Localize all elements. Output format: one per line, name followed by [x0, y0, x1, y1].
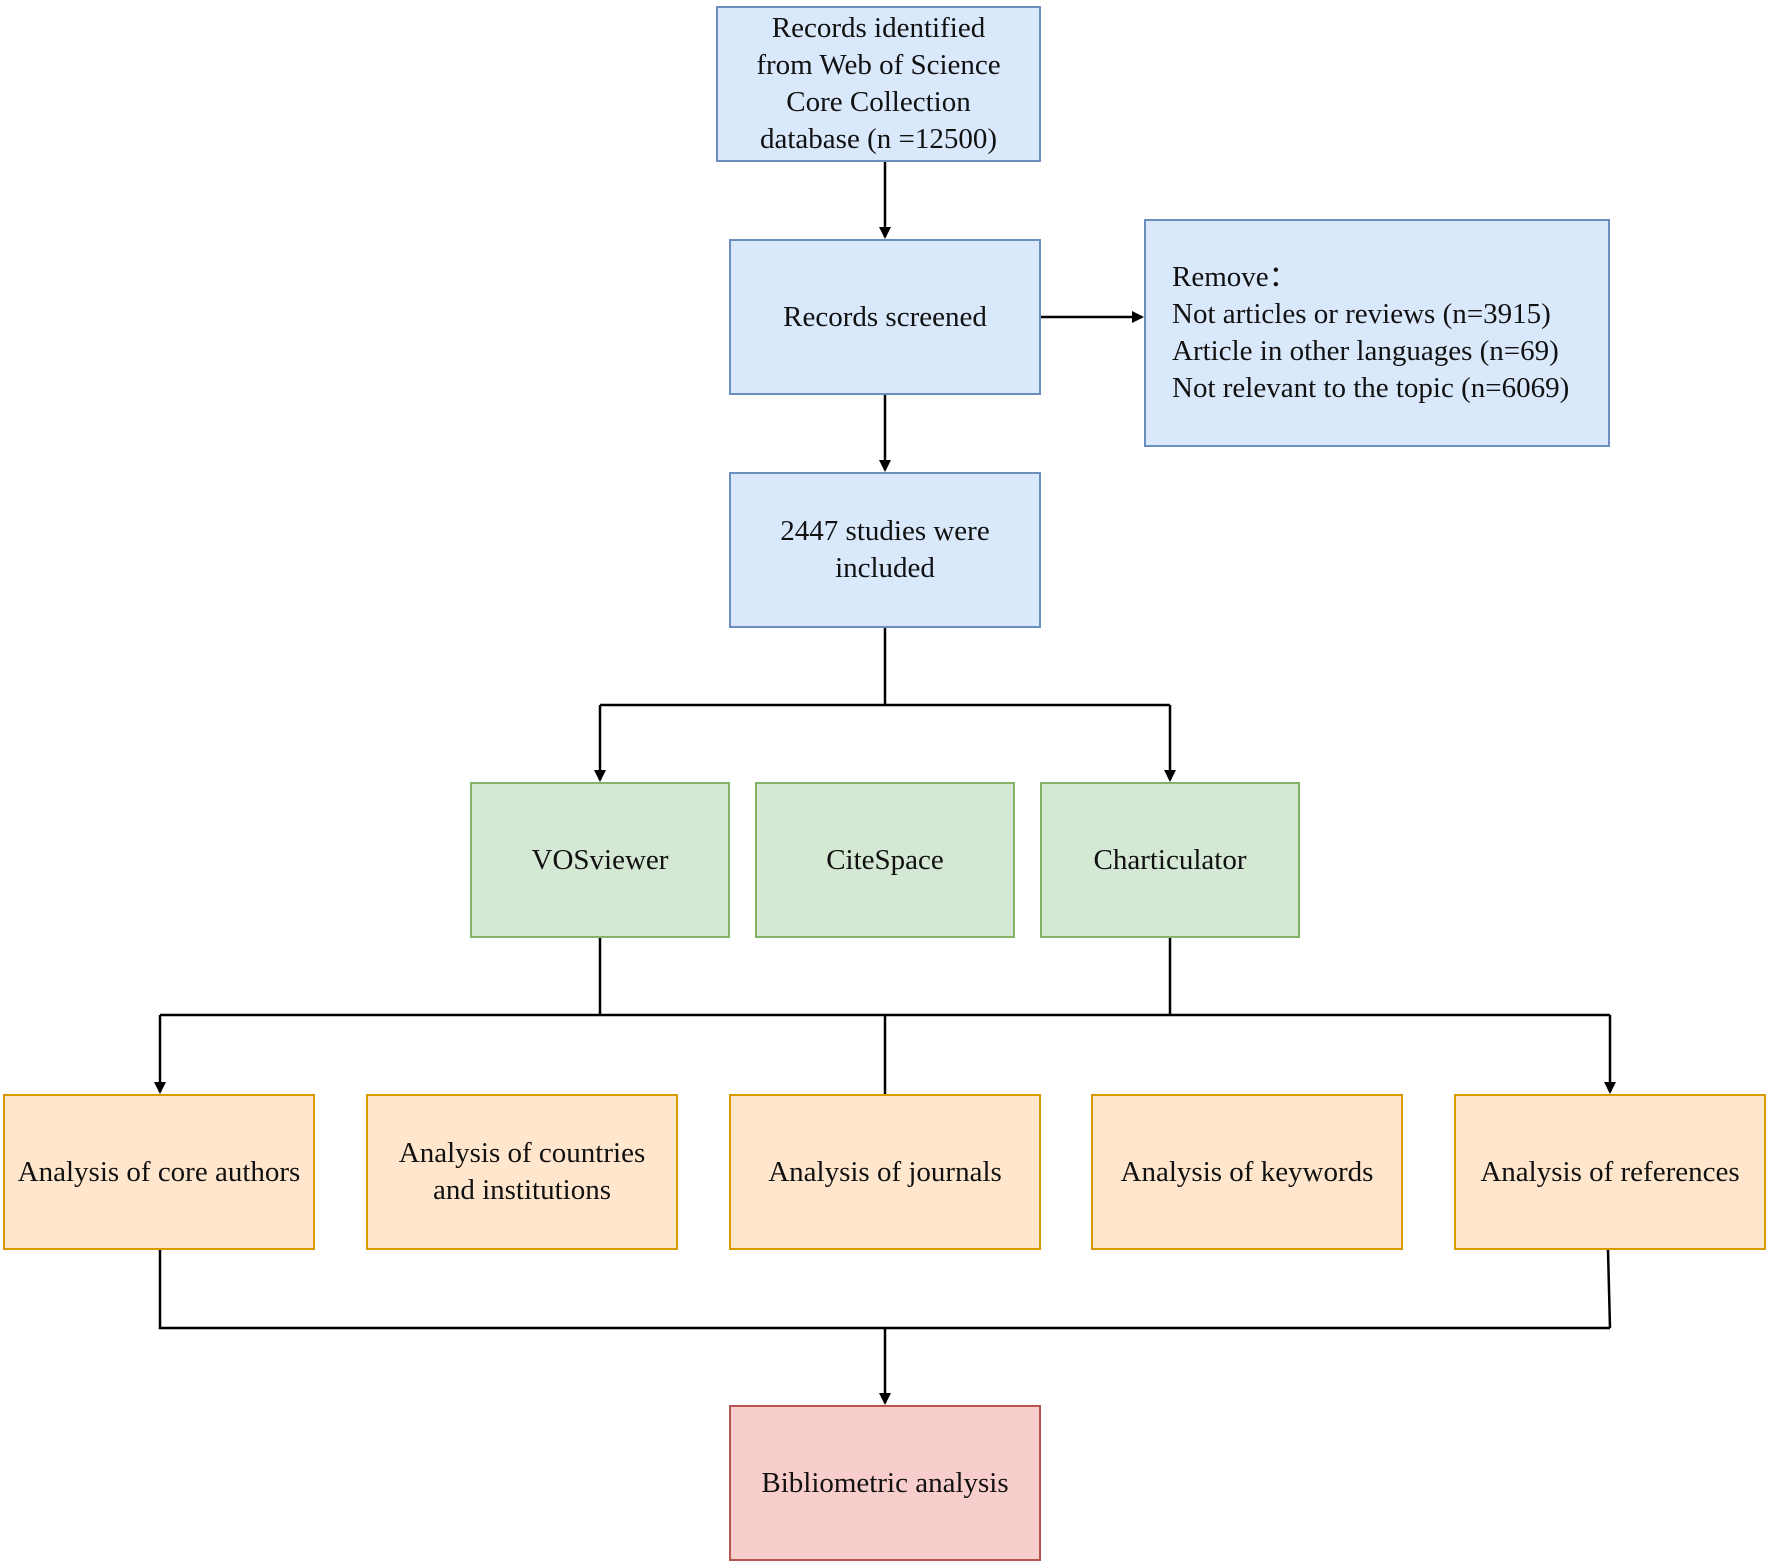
removed-records-box: Remove： Not articles or reviews (n=3915)…	[1144, 219, 1610, 447]
analysis-keywords-label: Analysis of keywords	[1120, 1155, 1374, 1188]
tool-charticulator-label: Charticulator	[1093, 843, 1247, 876]
included-line-2: included	[835, 552, 935, 584]
removed-not-relevant: Not relevant to the topic (n=6069)	[1172, 371, 1570, 404]
tool-vosviewer-label: VOSviewer	[531, 843, 669, 876]
screened-label: Records screened	[783, 300, 987, 333]
analysis-countries-line-2: and institutions	[432, 1174, 612, 1206]
studies-included-box: 2447 studies were included	[729, 472, 1041, 628]
analysis-keywords-box: Analysis of keywords	[1091, 1094, 1403, 1250]
connector-references-down	[1606, 1249, 1612, 1329]
analysis-core-authors-label: Analysis of core authors	[17, 1155, 301, 1188]
included-line-1: 2447 studies were	[780, 515, 990, 548]
removed-heading: Remove：	[1172, 261, 1298, 294]
source-line-2: from Web of Science	[756, 49, 1001, 82]
analysis-core-authors-box: Analysis of core authors	[3, 1094, 315, 1250]
source-line-4: database (n =12500)	[760, 122, 997, 155]
analysis-journals-box: Analysis of journals	[729, 1094, 1041, 1250]
source-line-3: Core Collection	[786, 86, 971, 118]
records-screened-box: Records screened	[729, 239, 1041, 395]
analysis-references-label: Analysis of references	[1480, 1155, 1740, 1188]
analysis-countries-line-1: Analysis of countries	[398, 1137, 646, 1170]
connector-core-authors-down	[158, 1250, 1610, 1330]
removed-not-articles: Not articles or reviews (n=3915)	[1172, 298, 1551, 331]
records-identified-box: Records identified from Web of Science C…	[716, 6, 1041, 162]
removed-other-languages: Article in other languages (n=69)	[1172, 335, 1559, 367]
tool-charticulator-box: Charticulator	[1040, 782, 1300, 938]
tool-citespace-label: CiteSpace	[826, 843, 944, 876]
bibliometric-analysis-label: Bibliometric analysis	[761, 1466, 1009, 1499]
source-line-1: Records identified	[771, 12, 986, 45]
tool-vosviewer-box: VOSviewer	[470, 782, 730, 938]
tool-citespace-box: CiteSpace	[755, 782, 1015, 938]
analysis-references-box: Analysis of references	[1454, 1094, 1766, 1250]
analysis-journals-label: Analysis of journals	[768, 1155, 1002, 1188]
bibliometric-analysis-box: Bibliometric analysis	[729, 1405, 1041, 1561]
analysis-countries-box: Analysis of countries and institutions	[366, 1094, 678, 1250]
